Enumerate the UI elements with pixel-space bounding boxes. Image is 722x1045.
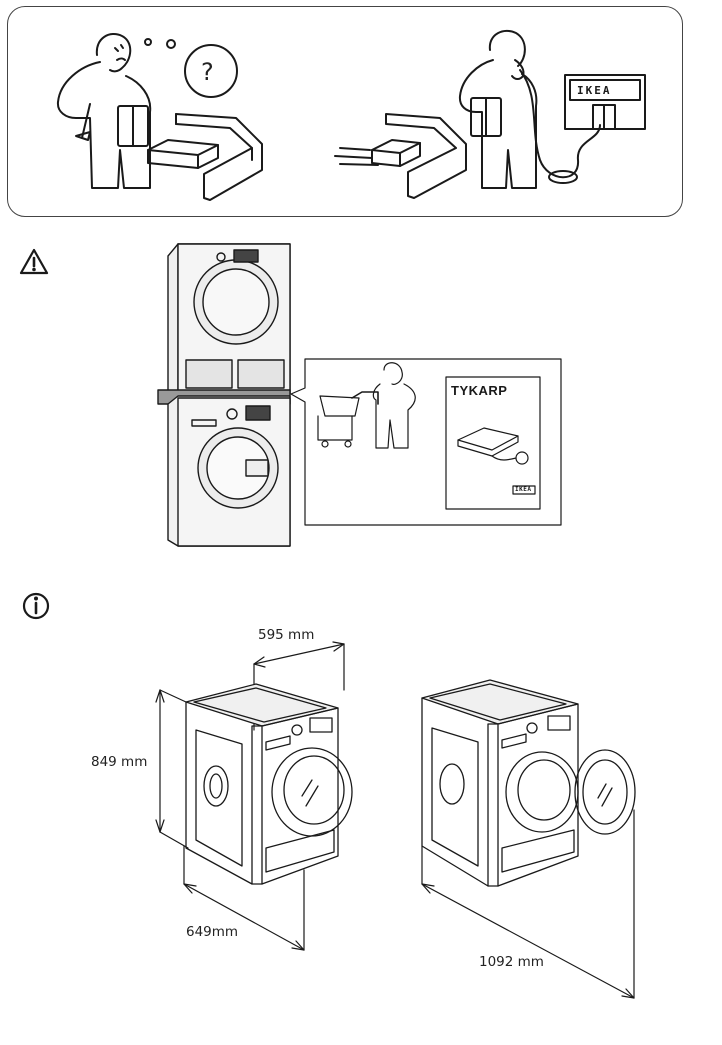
dimension-height-label: 849 mm — [91, 754, 148, 770]
frame-parts-left — [147, 113, 263, 201]
booklet-title: TYKARP — [451, 383, 508, 398]
stacked-dryer-washer-illustration — [157, 243, 291, 547]
washer-open-illustration — [421, 679, 636, 887]
frame-parts-right — [334, 113, 467, 199]
question-mark-text: ? — [201, 58, 214, 86]
warning-triangle-icon — [19, 248, 49, 275]
callout-box — [290, 358, 562, 526]
dimension-depth-label: 649mm — [186, 924, 239, 940]
washer-closed-illustration — [185, 683, 353, 885]
dimension-lines — [155, 641, 635, 999]
person-on-phone-figure — [458, 29, 601, 189]
store-sign-text: IKEA — [577, 84, 612, 97]
ikea-store-building — [564, 74, 646, 130]
dimension-depth-open-label: 1092 mm — [479, 954, 544, 970]
booklet-logo: IKEA — [515, 486, 532, 493]
confused-person-figure — [56, 33, 152, 189]
info-icon — [22, 592, 50, 620]
dimension-width-label: 595 mm — [258, 627, 315, 643]
question-bubble — [184, 44, 238, 98]
